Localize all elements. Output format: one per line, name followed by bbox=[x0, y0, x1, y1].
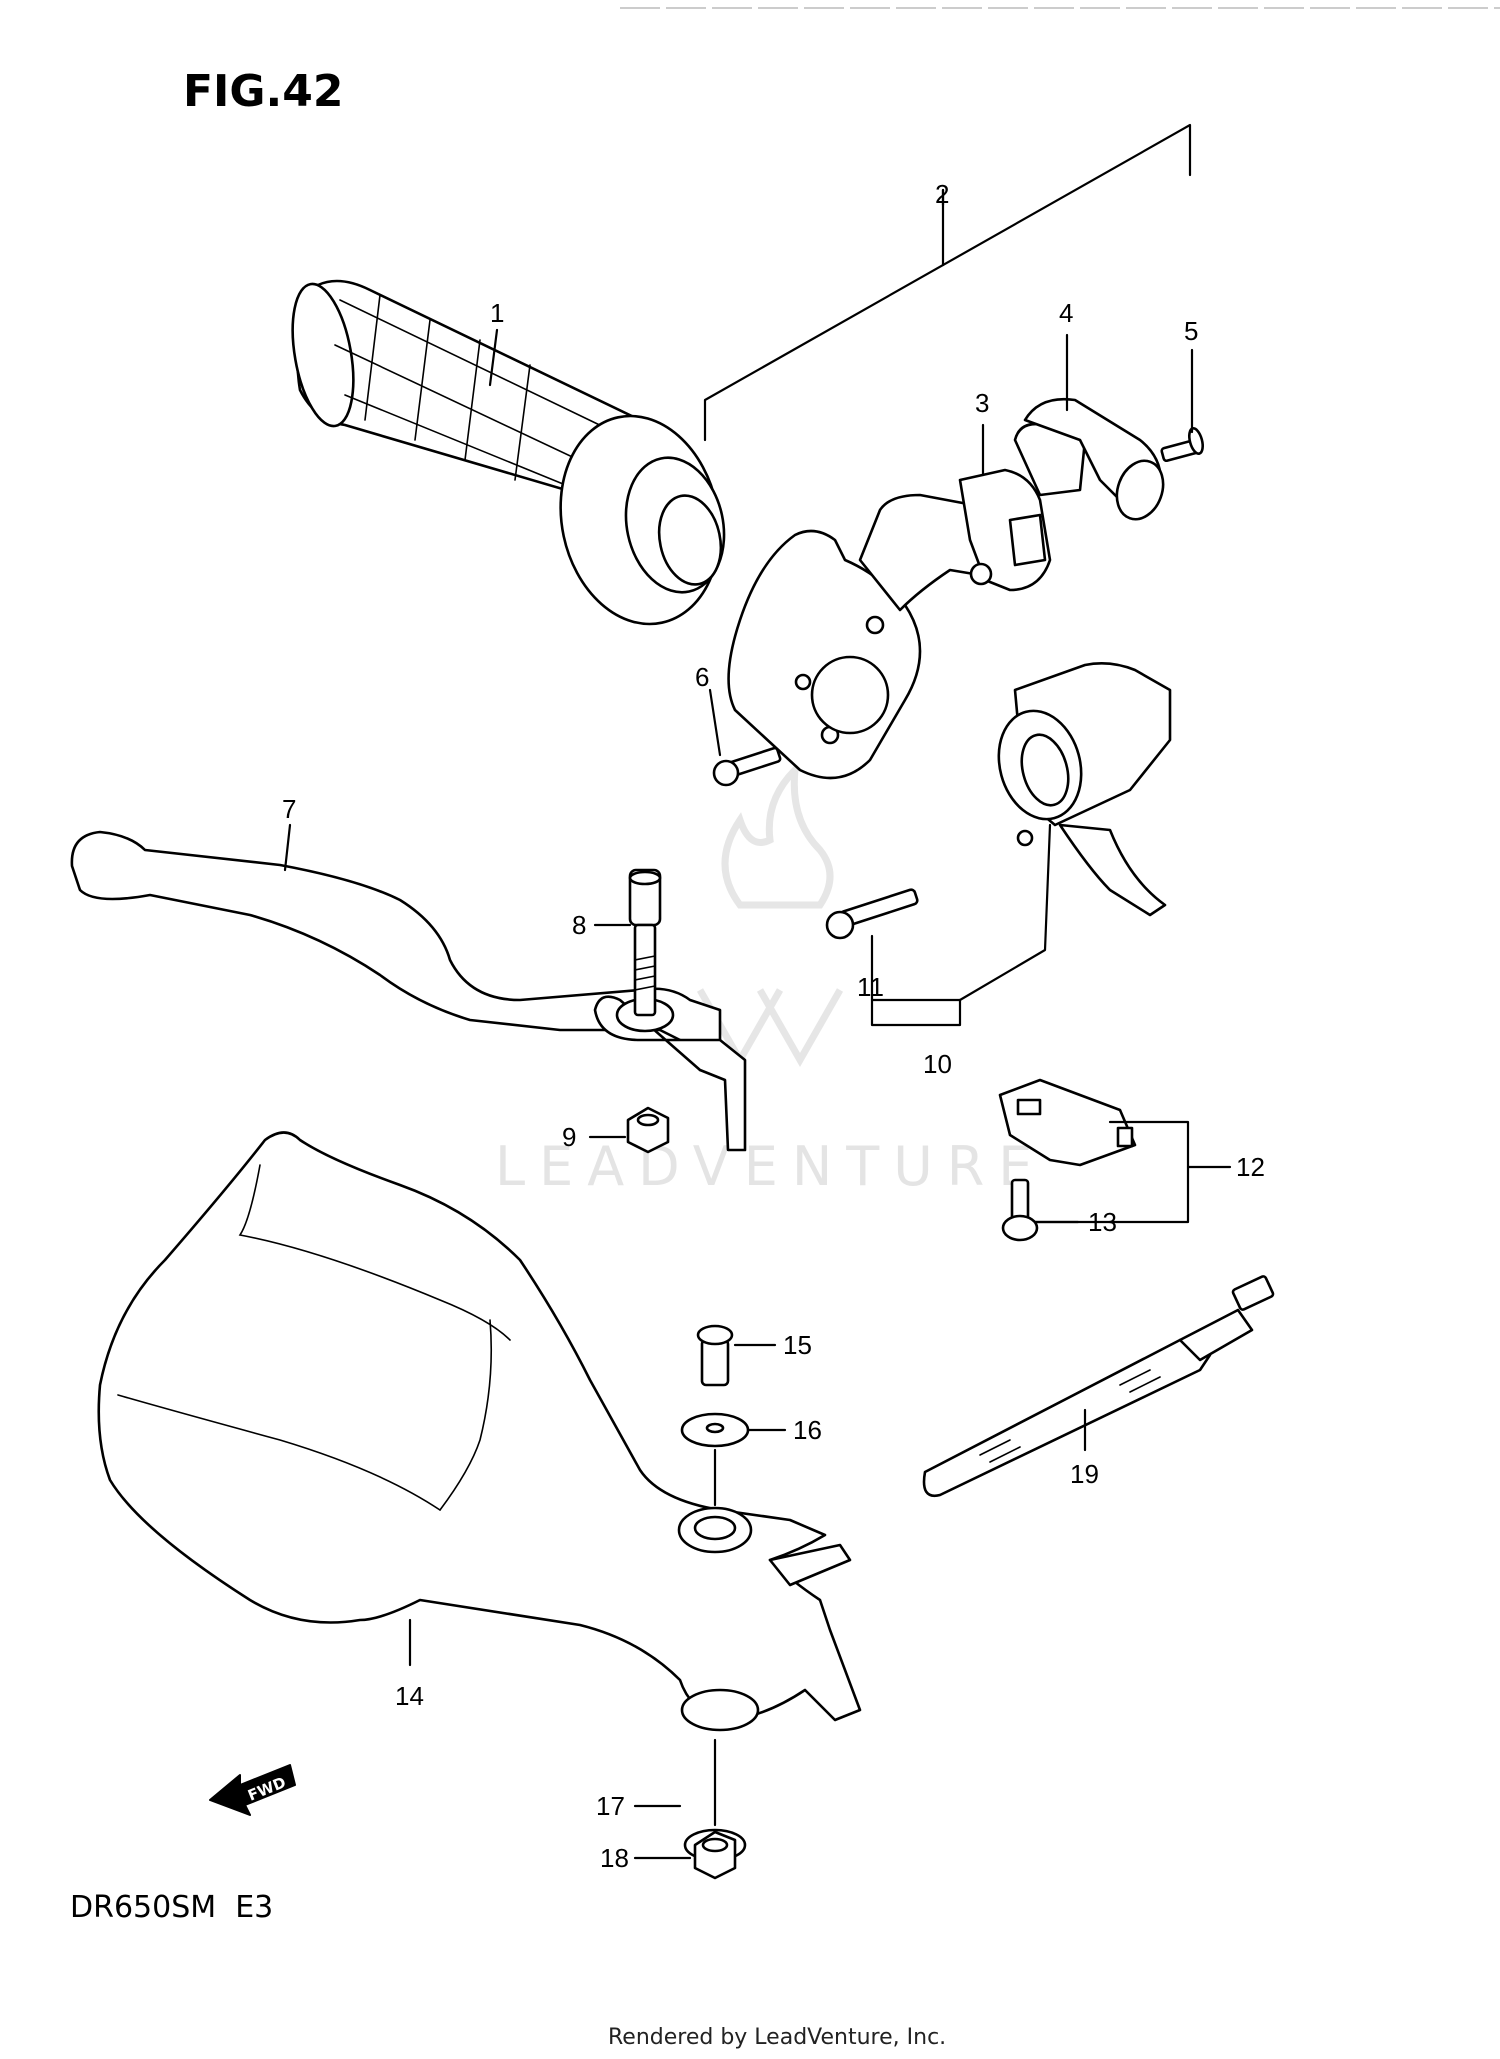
part-1-throttle-grip bbox=[291, 279, 726, 626]
callout-8: 8 bbox=[572, 910, 586, 940]
figure-title: FIG.42 bbox=[183, 66, 344, 117]
callout-16: 16 bbox=[793, 1415, 822, 1445]
part-18-nut bbox=[693, 1830, 737, 1880]
callout-3: 3 bbox=[975, 388, 989, 418]
part-19-cable-tie bbox=[922, 1275, 1275, 1498]
part-11-screw bbox=[825, 888, 919, 940]
callout-17: 17 bbox=[596, 1791, 625, 1821]
part-2-bracket bbox=[703, 123, 1192, 442]
callout-5: 5 bbox=[1184, 316, 1198, 346]
callout-11: 11 bbox=[857, 972, 884, 1002]
callout-6: 6 bbox=[695, 662, 709, 692]
throttle-housing-lower bbox=[727, 493, 1012, 780]
part-5-screw bbox=[1160, 427, 1205, 463]
watermark: LEADVENTURE bbox=[495, 760, 1046, 1198]
part-8-bolt bbox=[628, 868, 662, 1017]
part-14-hand-guard bbox=[97, 1131, 862, 1732]
fwd-arrow-icon: FWD bbox=[209, 1764, 296, 1816]
callout-12: 12 bbox=[1236, 1152, 1265, 1182]
callout-labels: 1 2 3 4 5 6 7 8 9 10 11 12 13 14 15 16 1… bbox=[282, 179, 1265, 1873]
part-15-screw bbox=[696, 1324, 734, 1387]
watermark-text: LEADVENTURE bbox=[495, 1135, 1046, 1198]
part-3-4-housing-cap bbox=[958, 397, 1165, 592]
callout-9: 9 bbox=[562, 1122, 576, 1152]
render-credit: Rendered by LeadVenture, Inc. bbox=[608, 2025, 946, 2050]
callout-19: 19 bbox=[1070, 1459, 1099, 1489]
callout-13: 13 bbox=[1088, 1207, 1117, 1237]
callout-4: 4 bbox=[1059, 298, 1073, 328]
callout-2: 2 bbox=[935, 179, 949, 209]
part-12-switch bbox=[998, 1078, 1137, 1167]
part-10-switch-assembly bbox=[997, 662, 1172, 917]
part-13-screw bbox=[1001, 1178, 1039, 1242]
part-6-screw bbox=[712, 746, 782, 787]
callout-15: 15 bbox=[783, 1330, 812, 1360]
callout-18: 18 bbox=[600, 1843, 629, 1873]
part-16-washer bbox=[680, 1412, 750, 1448]
callout-10: 10 bbox=[923, 1049, 952, 1079]
callout-14: 14 bbox=[395, 1681, 424, 1711]
part-9-nut bbox=[626, 1106, 670, 1154]
model-code: DR650SM E3 bbox=[70, 1890, 273, 1925]
callout-7: 7 bbox=[282, 794, 296, 824]
leader-lines bbox=[283, 188, 1232, 1860]
callout-1: 1 bbox=[490, 298, 504, 328]
